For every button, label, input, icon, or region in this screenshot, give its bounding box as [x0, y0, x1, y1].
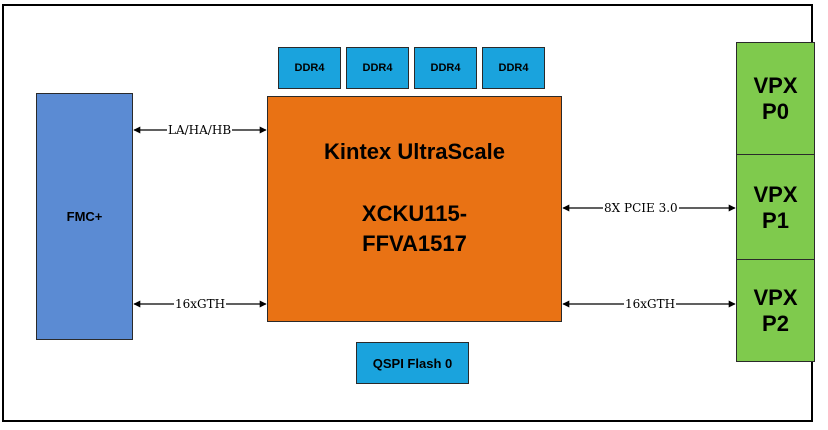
ddr4-label: DDR4 [430, 62, 461, 74]
link-label-pcie: 8X PCIE 3.0 [603, 201, 679, 215]
fmc-label: FMC+ [66, 209, 103, 224]
qspi-label: QSPI Flash 0 [372, 355, 453, 371]
fmc-block: FMC+ [36, 93, 133, 340]
vpx-p2-line-1: VPX [753, 284, 798, 310]
ddr4-label: DDR4 [294, 62, 325, 74]
ddr4-label: DDR4 [362, 62, 393, 74]
link-label-16xgth-left: 16xGTH [174, 297, 227, 311]
vpx-p0-line-2: P0 [762, 99, 789, 124]
ddr4-chip-1: DDR4 [278, 47, 341, 89]
vpx-p1-line-1: VPX [753, 181, 798, 207]
fpga-family-label: Kintex UltraScale [324, 139, 505, 164]
ddr4-chip-2: DDR4 [346, 47, 409, 89]
fpga-part-line-2: FFVA1517 [362, 231, 467, 256]
fpga-part-line-1: XCKU115- [361, 201, 468, 226]
vpx-p2-line-2: P2 [762, 310, 789, 336]
fpga-part-label: XCKU115- FFVA1517 [362, 199, 467, 259]
ddr4-chip-3: DDR4 [414, 47, 477, 89]
ddr4-chip-4: DDR4 [482, 47, 545, 89]
vpx-p1-line-2: P1 [762, 207, 789, 233]
vpx-p0-line-1: VPX [753, 73, 798, 98]
link-label-la-ha-hb: LA/HA/HB [167, 123, 233, 137]
qspi-flash-block: QSPI Flash 0 [356, 342, 469, 384]
link-label-16xgth-right: 16xGTH [624, 297, 677, 311]
fpga-block: Kintex UltraScale XCKU115- FFVA1517 [267, 96, 562, 322]
ddr4-label: DDR4 [498, 62, 529, 74]
